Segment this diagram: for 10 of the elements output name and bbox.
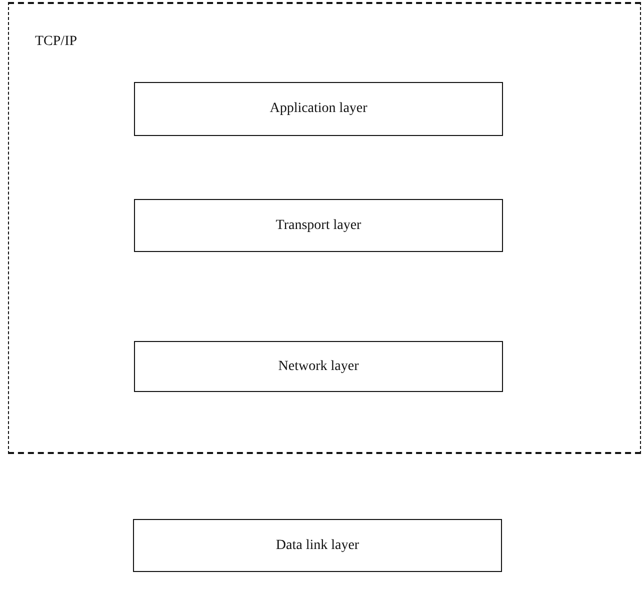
- layer-box: [134, 199, 503, 252]
- layer-box: [134, 82, 503, 136]
- group-frame: [8, 2, 641, 454]
- group-heading: TCP/IP: [35, 34, 78, 50]
- layer-label: Application layer: [270, 101, 368, 117]
- layer-label: Network layer: [278, 358, 359, 374]
- layer-box: [133, 519, 502, 572]
- layer-label: Data link layer: [276, 538, 360, 554]
- layer-label: Transport layer: [276, 218, 362, 234]
- layer-box: [134, 341, 503, 392]
